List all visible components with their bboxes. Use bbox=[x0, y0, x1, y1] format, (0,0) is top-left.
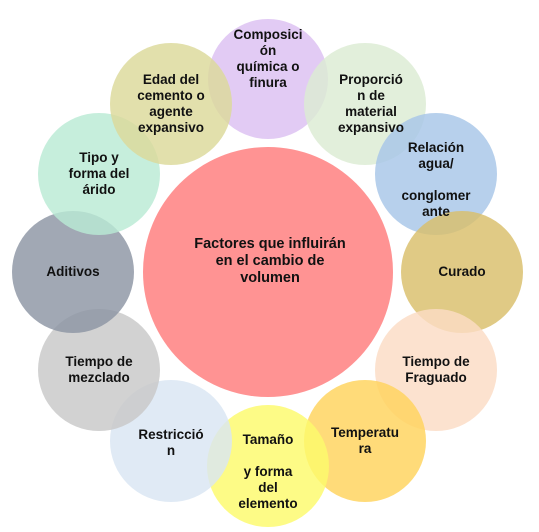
factor-label-line: Restricció bbox=[138, 427, 204, 442]
factor-label-line: Relación bbox=[407, 140, 465, 155]
factor-circle-edad bbox=[110, 43, 232, 165]
factor-label-line: Curado bbox=[438, 264, 486, 279]
factor-label-line: n de bbox=[357, 88, 385, 103]
factor-label-line: Tiempo de bbox=[65, 354, 133, 369]
factor-label-line: química o bbox=[236, 59, 300, 74]
factor-label-line: Fraguado bbox=[405, 370, 467, 385]
factor-label-line: ra bbox=[358, 441, 372, 456]
factor-circle-relacion bbox=[375, 113, 497, 235]
factor-label-line: conglomer bbox=[401, 188, 471, 203]
center-label-line: en el cambio de bbox=[215, 253, 325, 269]
factor-circle-curado bbox=[401, 211, 523, 333]
factor-label-line: Composici bbox=[233, 27, 303, 42]
factor-label-line: Proporció bbox=[339, 72, 403, 87]
factor-label-line: del bbox=[258, 480, 278, 495]
factor-label-line: elemento bbox=[238, 496, 298, 511]
factor-label-line bbox=[386, 172, 486, 188]
factor-circle-tamano bbox=[207, 405, 329, 527]
factor-label-line: ante bbox=[422, 204, 450, 219]
factor-label-line: agua/ bbox=[418, 156, 454, 171]
factor-label-line: forma del bbox=[68, 166, 130, 181]
factor-label-line: material bbox=[345, 104, 397, 119]
factor-label-line: mezclado bbox=[68, 370, 130, 385]
factor-label-line: Tamaño bbox=[242, 432, 294, 447]
factor-circle-composicion bbox=[208, 19, 328, 139]
factor-label-line: Tipo y bbox=[79, 150, 119, 165]
factor-label-line: Tiempo de bbox=[402, 354, 470, 369]
factor-circle-aditivos bbox=[12, 211, 134, 333]
factor-circle-temperatura bbox=[304, 380, 426, 502]
factor-label-line: Aditivos bbox=[46, 264, 100, 279]
center-label-line: volumen bbox=[240, 270, 300, 286]
center-circle bbox=[143, 147, 393, 397]
factor-circle-mezclado bbox=[38, 309, 160, 431]
factor-label-line: Temperatu bbox=[330, 425, 399, 440]
factor-label-line: agente bbox=[149, 104, 193, 119]
center-label-line: Factores que influirán bbox=[194, 236, 346, 252]
factor-label-curado: Curado bbox=[412, 264, 512, 280]
factor-label-line: expansivo bbox=[137, 120, 205, 135]
factor-label-line: ón bbox=[259, 43, 277, 58]
factor-label-line: n bbox=[166, 443, 176, 458]
factor-label-line: finura bbox=[249, 75, 287, 90]
factor-label-line: expansivo bbox=[337, 120, 405, 135]
factor-label-line bbox=[218, 448, 318, 464]
factor-label-line: Edad del bbox=[142, 72, 200, 87]
factor-label-line: árido bbox=[82, 182, 116, 197]
factor-label-line: y forma bbox=[243, 464, 293, 479]
factor-label-aditivos: Aditivos bbox=[23, 264, 123, 280]
factor-label-line: cemento o bbox=[137, 88, 205, 103]
